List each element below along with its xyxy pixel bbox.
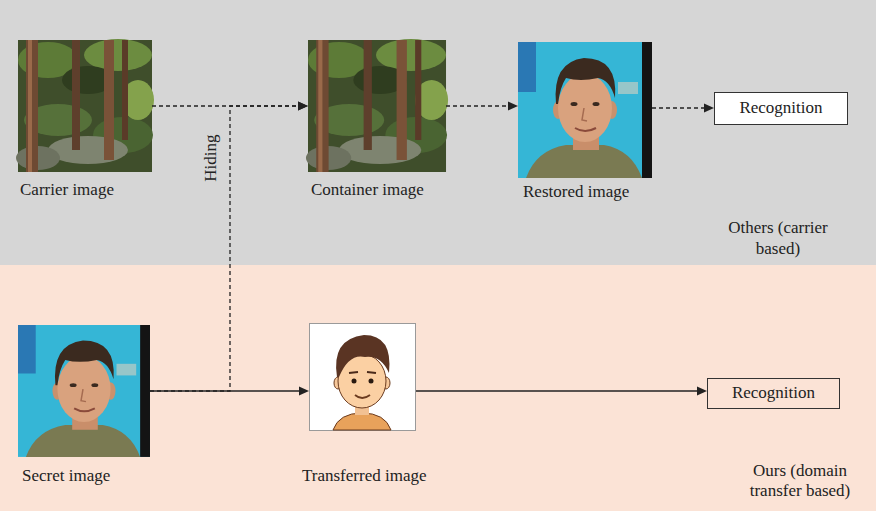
image-caption: Secret image [22,466,110,486]
connector-line [152,105,300,106]
connector-line [150,106,300,391]
connector-line [652,107,706,108]
band-label: Others (carrier based) [708,218,848,259]
arrowhead [298,102,308,111]
box-label: Recognition [732,383,815,403]
connector-line [446,105,510,106]
dashed-arrow [652,104,714,113]
connector-line [150,390,301,391]
arrowhead [508,102,518,111]
process-box: Recognition [714,92,848,125]
arrowhead [298,102,308,111]
image-caption: Restored image [523,182,629,202]
dashed-arrow [150,102,308,392]
image-caption: Transferred image [302,466,426,486]
connector-line [416,390,699,391]
edge-label: Hiding [202,134,222,181]
arrowhead [704,104,714,113]
image-caption: Carrier image [20,180,114,200]
band-label: Ours (domain transfer based) [725,461,875,502]
solid-arrow [150,387,309,396]
solid-arrow [416,387,707,396]
box-label: Recognition [739,98,822,118]
arrowhead [299,387,309,396]
arrowhead [697,387,707,396]
image-caption: Container image [311,180,424,200]
dashed-arrow [446,102,518,111]
process-box: Recognition [707,378,840,409]
